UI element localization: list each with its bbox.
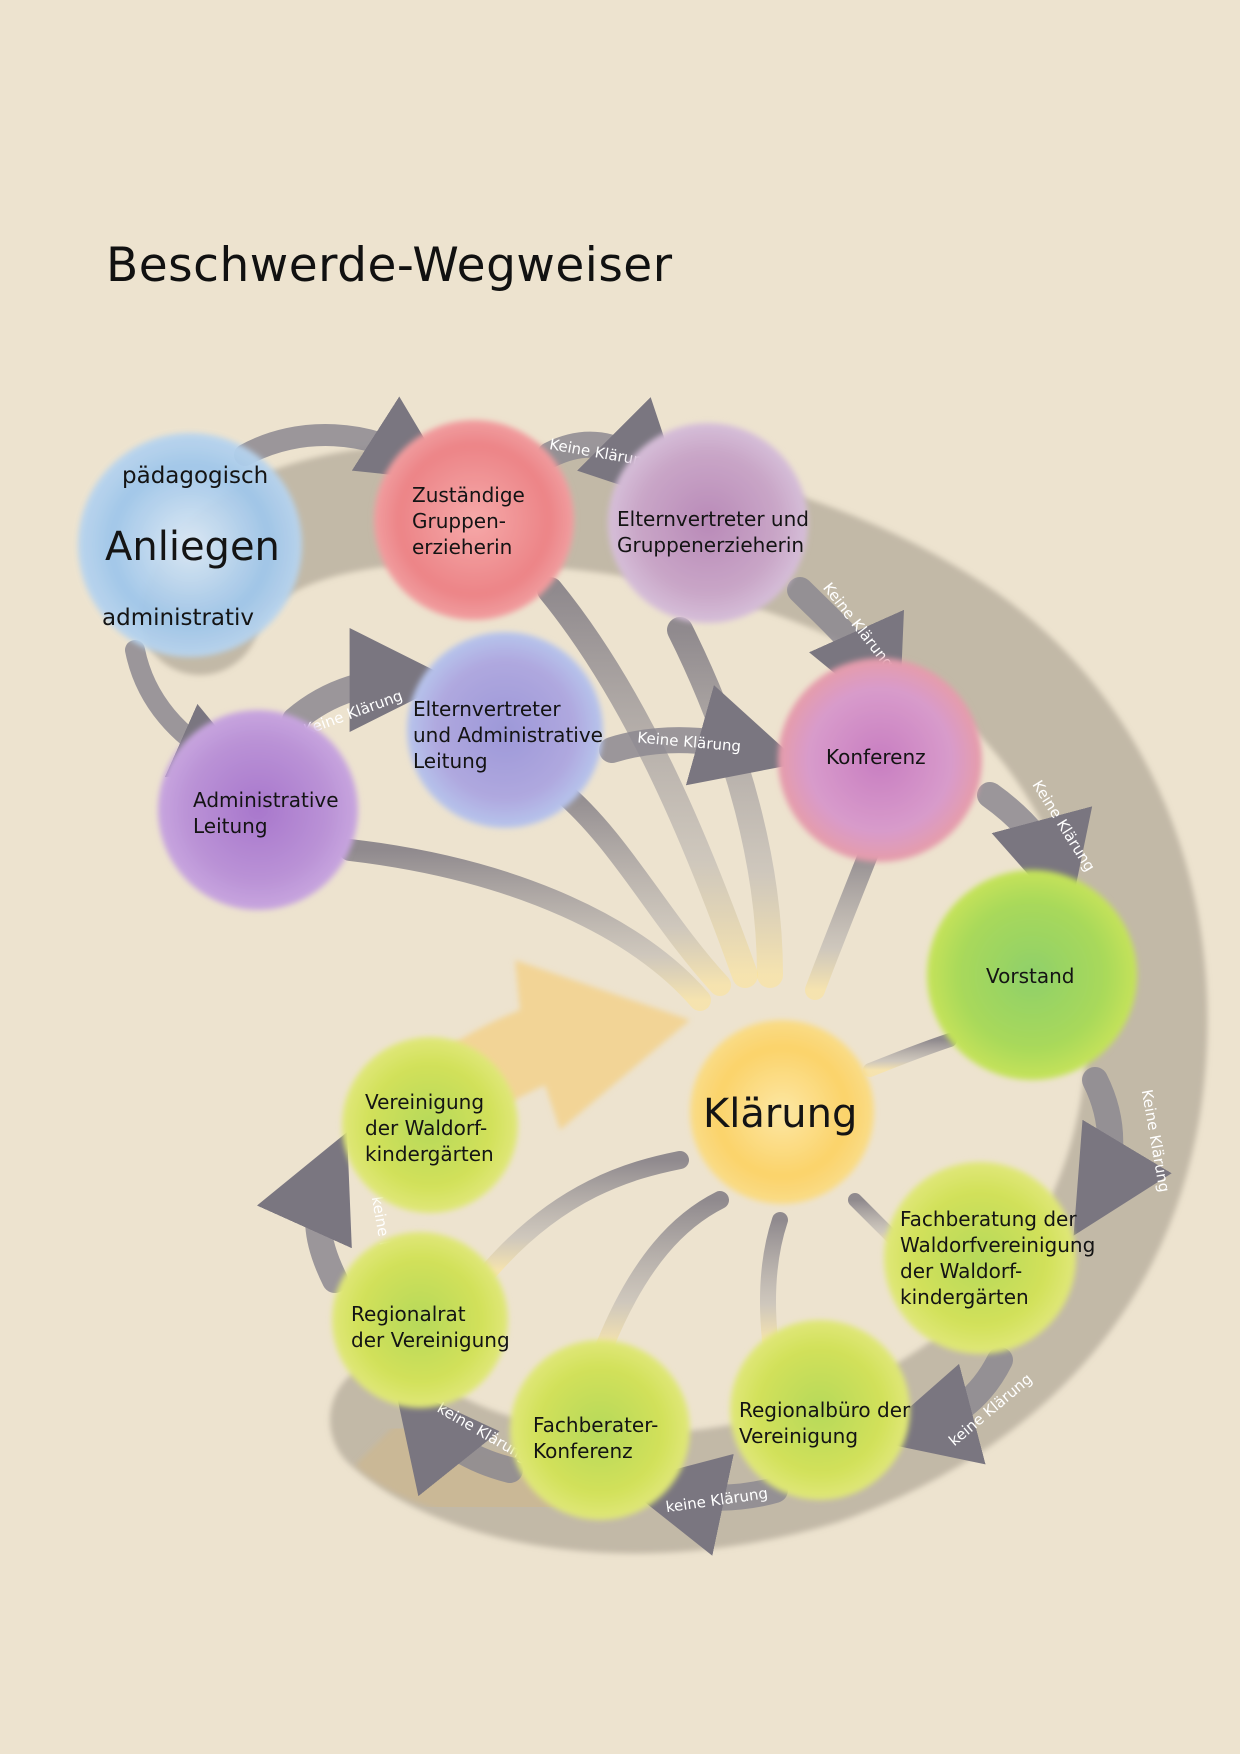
- convergence-beams: [339, 577, 957, 1354]
- zustaendige-line-1: Zuständige: [412, 483, 525, 507]
- node-regionalrat[interactable]: Regionalrat der Vereinigung: [332, 1232, 510, 1408]
- node-elternvertreter-administrative-leitung[interactable]: Elternvertreter und Administrative Leitu…: [407, 632, 609, 828]
- node-elternvertreter-gruppenerzieherin[interactable]: Elternvertreter und Gruppenerzieherin: [608, 423, 815, 623]
- eltern-admin-line-3: Leitung: [413, 749, 488, 773]
- eltern-admin-line-1: Elternvertreter: [413, 697, 561, 721]
- svg-text:Regionalrat der Verein: Regionalrat der Vereinigung: [351, 1302, 510, 1352]
- svg-text:Vereinigung der Waldor: Vereinigung der Waldorf- kindergärten: [365, 1090, 494, 1166]
- fachberater-line-1: Fachberater-: [533, 1413, 658, 1437]
- zustaendige-line-3: erzieherin: [412, 535, 512, 559]
- node-zustaendige-gruppenerzieherin[interactable]: Zuständige Gruppen- erzieherin: [374, 420, 574, 620]
- arrow-konferenz-to-vorstand: [977, 782, 1093, 921]
- node-regionalbuero[interactable]: Regionalbüro der Vereinigung: [730, 1320, 917, 1500]
- arrow-vorstand-to-fachberatung: [1073, 1067, 1172, 1236]
- fachberatung-line-1: Fachberatung der: [900, 1207, 1077, 1231]
- arrow-regionalrat-to-vereinigung: [256, 1132, 352, 1293]
- anliegen-bottom-label: administrativ: [102, 605, 254, 631]
- eltern-gruppe-line-1: Elternvertreter und: [617, 507, 809, 531]
- konferenz-label: Konferenz: [826, 745, 926, 769]
- arrow-fachberater-to-regionalrat: [394, 1382, 523, 1497]
- eltern-admin-line-2: und Administrative: [413, 723, 603, 747]
- node-klaerung[interactable]: Klärung: [690, 1020, 874, 1204]
- svg-text:Regionalbüro der Verei: Regionalbüro der Vereinigung: [739, 1398, 917, 1448]
- svg-text:Zuständige Gruppen-: Zuständige Gruppen- erzieherin: [412, 483, 531, 559]
- arrow-fachberatung-to-regionalbuero: [871, 1347, 1013, 1465]
- node-fachberatung[interactable]: Fachberatung der Waldorfvereinigung der …: [884, 1162, 1102, 1354]
- flow-arrows: [125, 396, 1172, 1556]
- fachberater-line-2: Konferenz: [533, 1439, 633, 1463]
- svg-text:Fachberatung der Waldo: Fachberatung der Waldorfvereinigung der …: [900, 1207, 1102, 1309]
- klaerung-label: Klärung: [703, 1091, 857, 1137]
- vereinigung-line-3: kindergärten: [365, 1142, 494, 1166]
- admin-leitung-line-1: Administrative: [193, 788, 339, 812]
- regionalrat-line-2: der Vereinigung: [351, 1328, 510, 1352]
- vereinigung-line-2: der Waldorf-: [365, 1116, 487, 1140]
- regionalbuero-line-2: Vereinigung: [739, 1424, 858, 1448]
- regionalrat-line-1: Regionalrat: [351, 1302, 466, 1326]
- arrow-admin-to-eltern-admin: [282, 628, 454, 733]
- regionalbuero-line-1: Regionalbüro der: [739, 1398, 911, 1422]
- node-vorstand[interactable]: Vorstand: [927, 870, 1137, 1080]
- vereinigung-line-1: Vereinigung: [365, 1090, 484, 1114]
- vorstand-label: Vorstand: [986, 964, 1074, 988]
- admin-leitung-line-2: Leitung: [193, 814, 268, 838]
- node-anliegen[interactable]: pädagogisch Anliegen administrativ: [78, 433, 302, 657]
- svg-text:Elternvertreter und Gr: Elternvertreter und Gruppenerzieherin: [617, 507, 815, 557]
- fachberatung-line-4: kindergärten: [900, 1285, 1029, 1309]
- zustaendige-line-2: Gruppen-: [412, 509, 506, 533]
- page-title: Beschwerde-Wegweiser: [106, 238, 673, 293]
- node-fachberater-konferenz[interactable]: Fachberater- Konferenz: [510, 1340, 690, 1520]
- fachberatung-line-3: der Waldorf-: [900, 1259, 1022, 1283]
- node-vereinigung-waldorfkindergaerten[interactable]: Vereinigung der Waldorf- kindergärten: [342, 1037, 518, 1213]
- svg-text:Fachberater- Konferenz: Fachberater- Konferenz: [533, 1413, 665, 1463]
- anliegen-label: Anliegen: [105, 524, 280, 570]
- svg-text:Administrative Leitung: Administrative Leitung: [193, 788, 345, 838]
- arrow-regionalbuero-to-fachberater: [621, 1453, 788, 1556]
- svg-text:Elternvertreter und Ad: Elternvertreter und Administrative Leitu…: [413, 697, 609, 773]
- node-administrative-leitung[interactable]: Administrative Leitung: [158, 710, 358, 910]
- eltern-gruppe-line-2: Gruppenerzieherin: [617, 533, 804, 557]
- node-konferenz[interactable]: Konferenz: [778, 658, 982, 862]
- arrow-eltern-admin-to-konferenz: [599, 685, 801, 786]
- fachberatung-line-2: Waldorfvereinigung: [900, 1233, 1095, 1257]
- anliegen-top-label: pädagogisch: [122, 463, 268, 489]
